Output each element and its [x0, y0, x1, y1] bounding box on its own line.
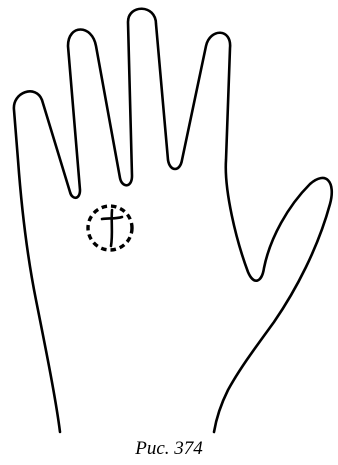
palm-diagram [0, 0, 338, 440]
cross-icon [102, 210, 122, 246]
dashed-circle-icon [88, 206, 132, 250]
figure-caption: Рис. 374 [0, 438, 338, 460]
hand-outline [14, 9, 332, 432]
